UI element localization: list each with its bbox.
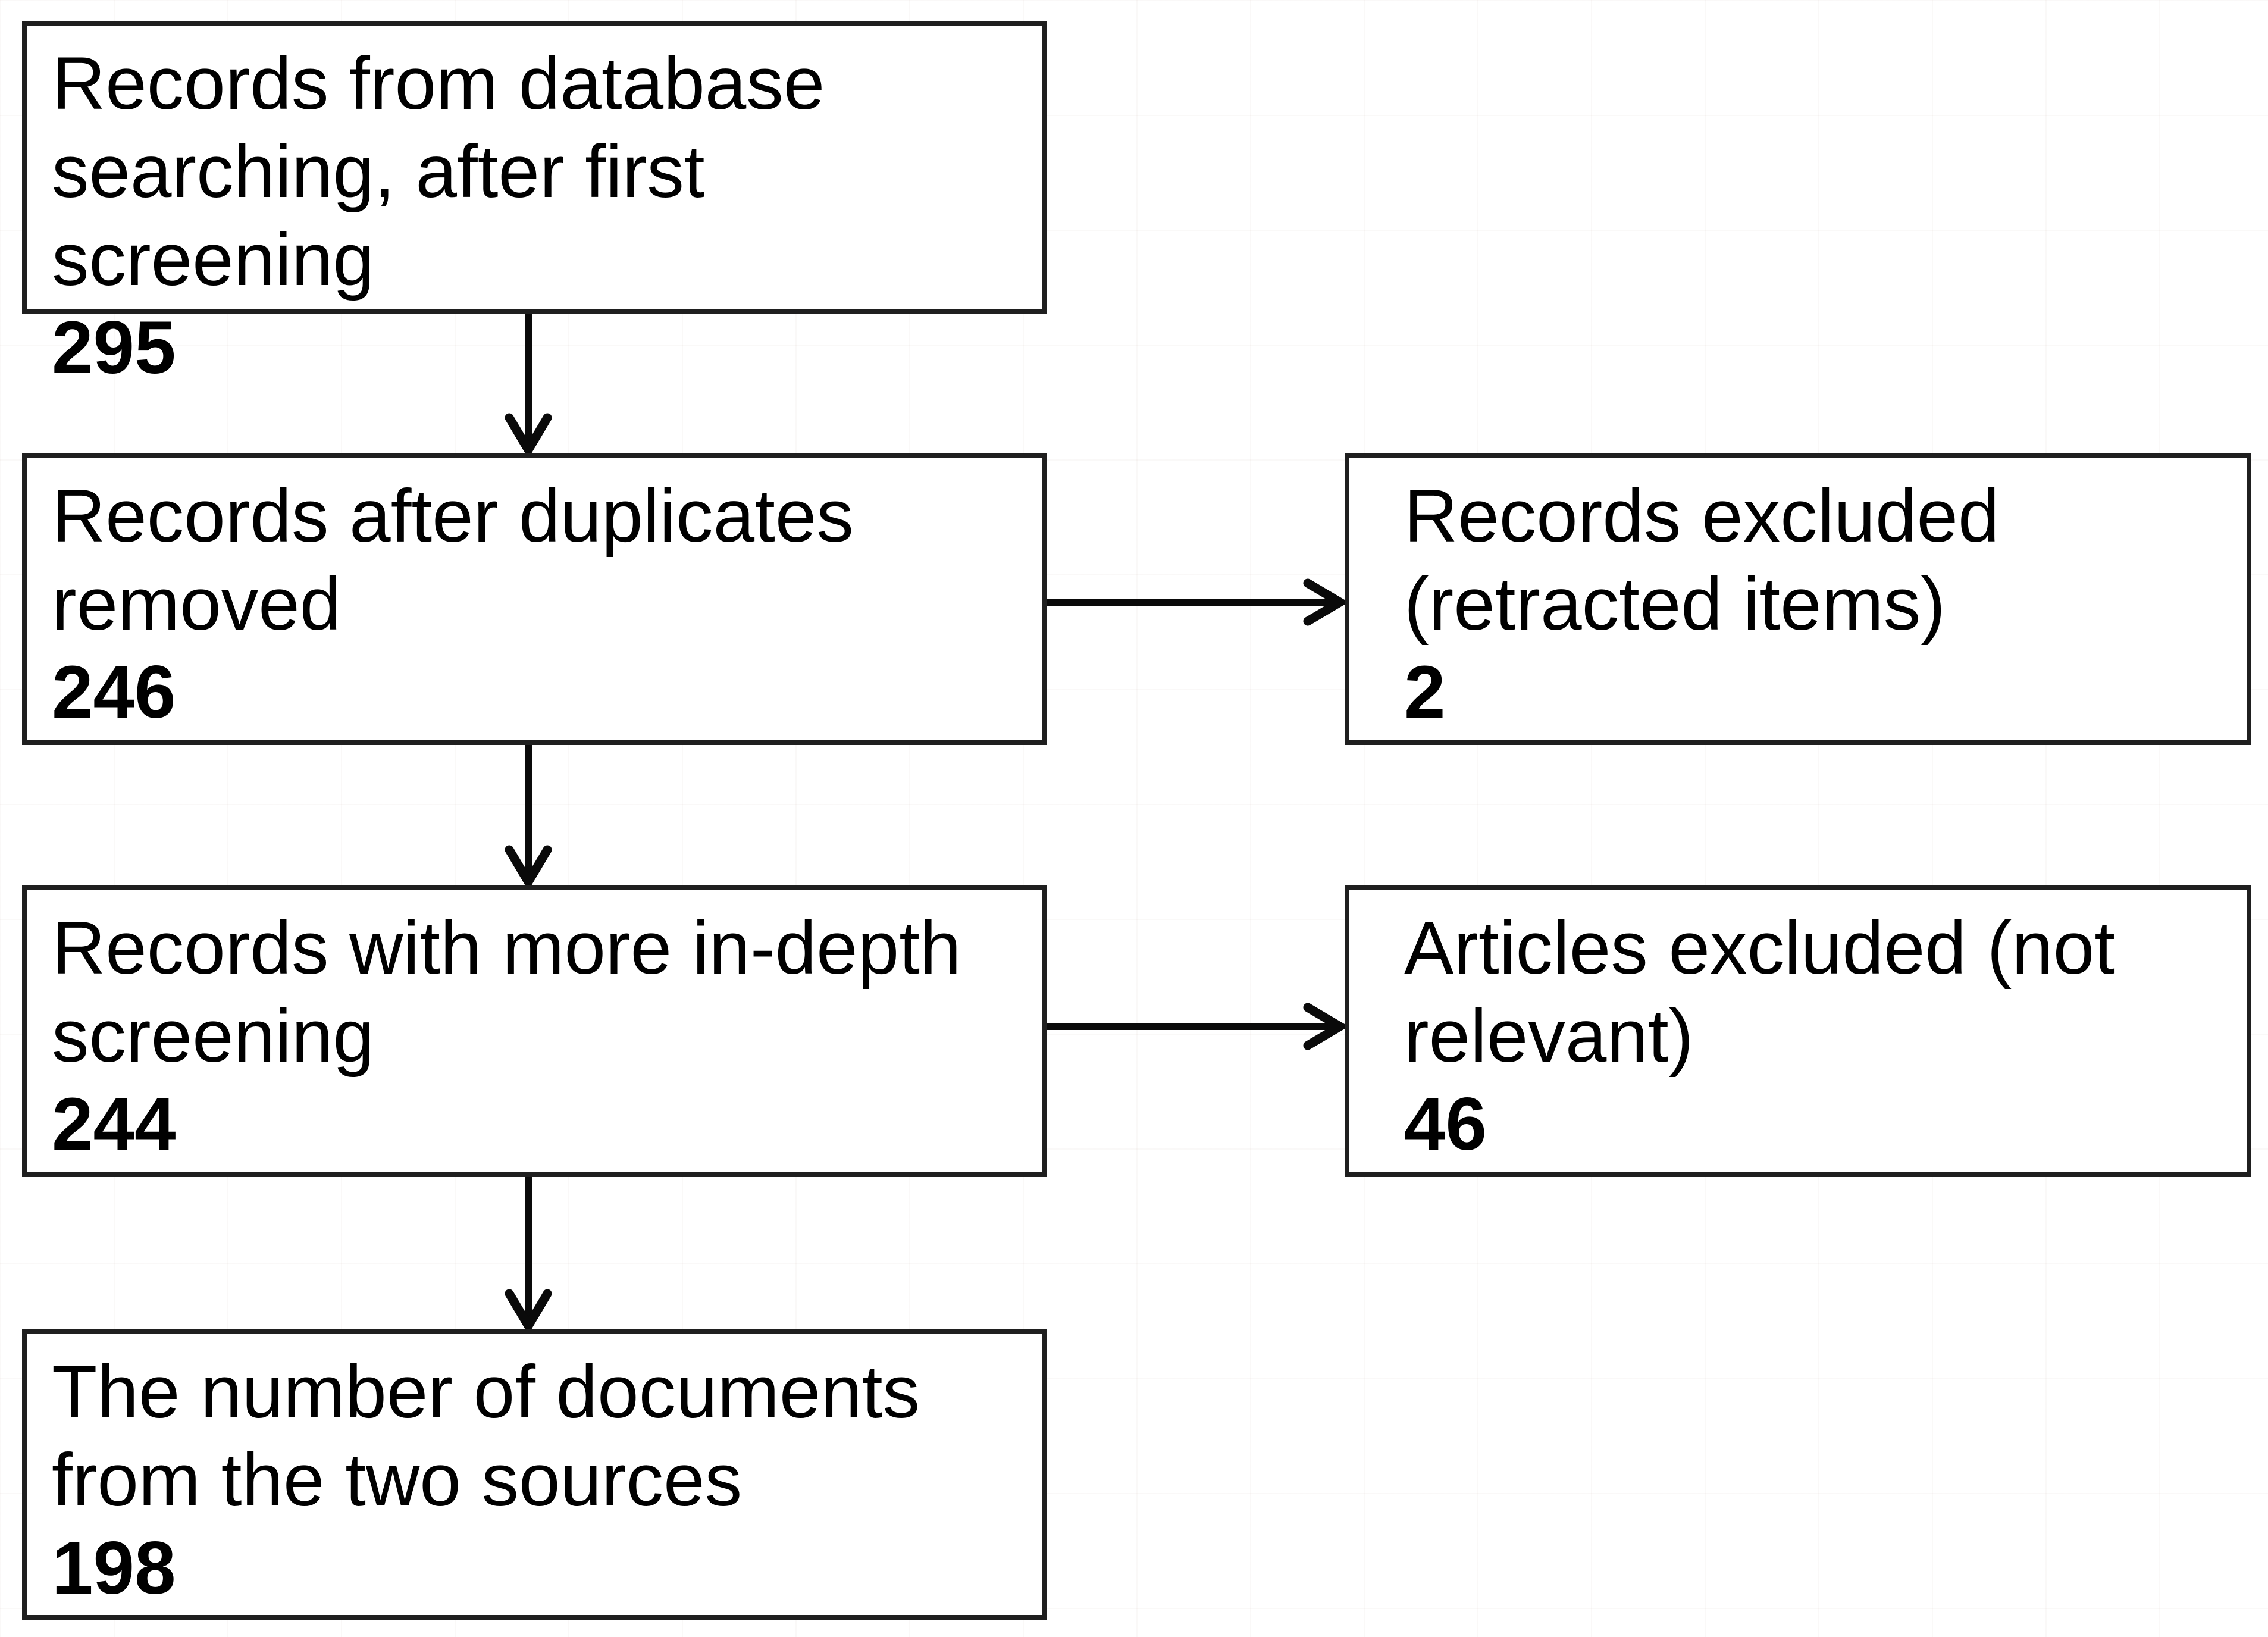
box-label-line: Records from database <box>52 42 825 125</box>
box-label-line: Articles excluded (not <box>1404 907 2116 990</box>
box-label-line: Records excluded <box>1404 475 2000 558</box>
box-label-line: The number of documents <box>52 1351 920 1433</box>
arrow-indepth-to-documents <box>505 1177 552 1335</box>
box-label-line: Records after duplicates <box>52 475 854 558</box>
box-label-line: removed <box>52 563 342 646</box>
box-count: 295 <box>52 306 176 389</box>
arrow-indepth-to-excluded <box>1047 1003 1349 1050</box>
box-records-excluded-retracted-items: Records excluded (retracted items) 2 <box>1345 453 2251 745</box>
box-count: 2 <box>1404 651 1446 734</box>
box-label-line: relevant) <box>1404 995 1694 1078</box>
box-count: 198 <box>52 1527 176 1610</box>
box-label-line: from the two sources <box>52 1439 743 1522</box>
box-count: 246 <box>52 651 176 734</box>
arrow-duplicates-to-excluded <box>1047 578 1349 626</box>
box-count: 244 <box>52 1083 176 1166</box>
box-count: 46 <box>1404 1083 1487 1166</box>
box-articles-excluded-not-relevant: Articles excluded (not relevant) 46 <box>1345 885 2251 1177</box>
box-records-from-database-searching: Records from database searching, after f… <box>22 21 1047 389</box>
box-label-line: screening <box>52 995 374 1078</box>
box-label-line: Records with more in-depth <box>52 907 961 990</box>
arrow-duplicates-to-indepth <box>505 745 552 891</box>
box-documents-from-two-sources: The number of documents from the two sou… <box>22 1329 1047 1620</box>
box-records-after-duplicates-removed: Records after duplicates removed 246 <box>22 453 1047 745</box>
box-label-line: (retracted items) <box>1404 563 1946 646</box>
box-records-more-in-depth-screening: Records with more in-depth screening 244 <box>22 885 1047 1177</box>
box-label-line: searching, after first screening <box>52 130 705 301</box>
